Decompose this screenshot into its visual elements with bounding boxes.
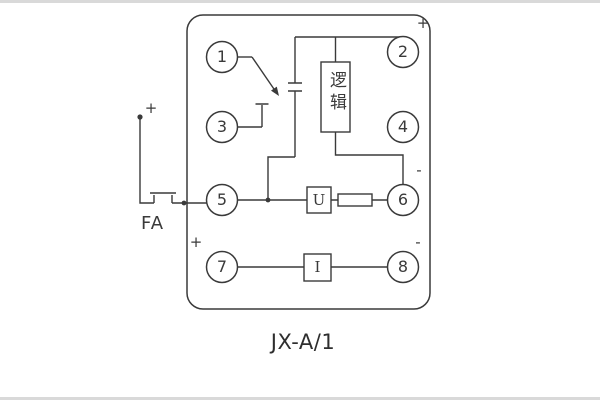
top-edge-strip <box>0 0 600 3</box>
device-outline <box>186 14 431 310</box>
terminal-label-1: 1 <box>216 47 228 66</box>
pushbutton-contact <box>150 192 176 203</box>
polarity-minus-terminal8: - <box>415 233 421 251</box>
terminal-label-5: 5 <box>216 190 228 209</box>
terminal-circle-3 <box>205 110 239 144</box>
junction-dot <box>265 197 271 203</box>
terminal-label-7: 7 <box>216 257 228 276</box>
terminal-circle-7 <box>205 250 239 284</box>
terminal-circle-4 <box>386 110 420 144</box>
current-element-box <box>303 253 332 282</box>
terminal-label-3: 3 <box>216 117 228 136</box>
resistor-box <box>337 193 373 207</box>
terminal-label-6: 6 <box>397 190 409 209</box>
wire-terminal3-stub <box>238 105 263 128</box>
terminal-circle-8 <box>386 250 420 284</box>
current-element-label: I <box>314 258 321 276</box>
terminal-label-8: 8 <box>397 257 409 276</box>
terminal-circle-5 <box>205 183 239 217</box>
terminal-circle-1 <box>205 40 239 74</box>
contact-arrowhead <box>271 86 279 96</box>
polarity-plus-terminal7: + <box>189 233 203 251</box>
device-model-label: JX-A/1 <box>270 330 336 354</box>
external-positive-dot <box>137 114 143 120</box>
voltage-element-label: U <box>312 191 326 209</box>
wire-contact-to-t5-row <box>267 156 295 200</box>
wiring <box>139 36 404 268</box>
wire-external-circuit <box>139 117 208 204</box>
terminal-circle-6 <box>386 183 420 217</box>
fa-switch-label: FA <box>141 213 165 234</box>
logic-box <box>320 61 351 133</box>
contact-blade <box>251 56 277 93</box>
terminal-circles <box>205 35 420 284</box>
polarity-minus-terminal6: - <box>416 161 422 179</box>
polarity-plus-terminal2: + <box>416 14 430 32</box>
terminal-label-4: 4 <box>397 117 409 136</box>
contact-fixed-ticks <box>255 82 302 105</box>
terminal-label-2: 2 <box>397 42 409 61</box>
terminal-circle-2 <box>386 35 420 69</box>
wire-logic-to-terminal6 <box>334 132 404 184</box>
bottom-edge-strip <box>0 397 600 400</box>
voltage-element-box <box>306 186 332 214</box>
logic-box-label: 逻辑 <box>326 71 346 115</box>
junction-dot-fa <box>181 200 187 206</box>
polarity-plus-external: + <box>144 99 158 117</box>
